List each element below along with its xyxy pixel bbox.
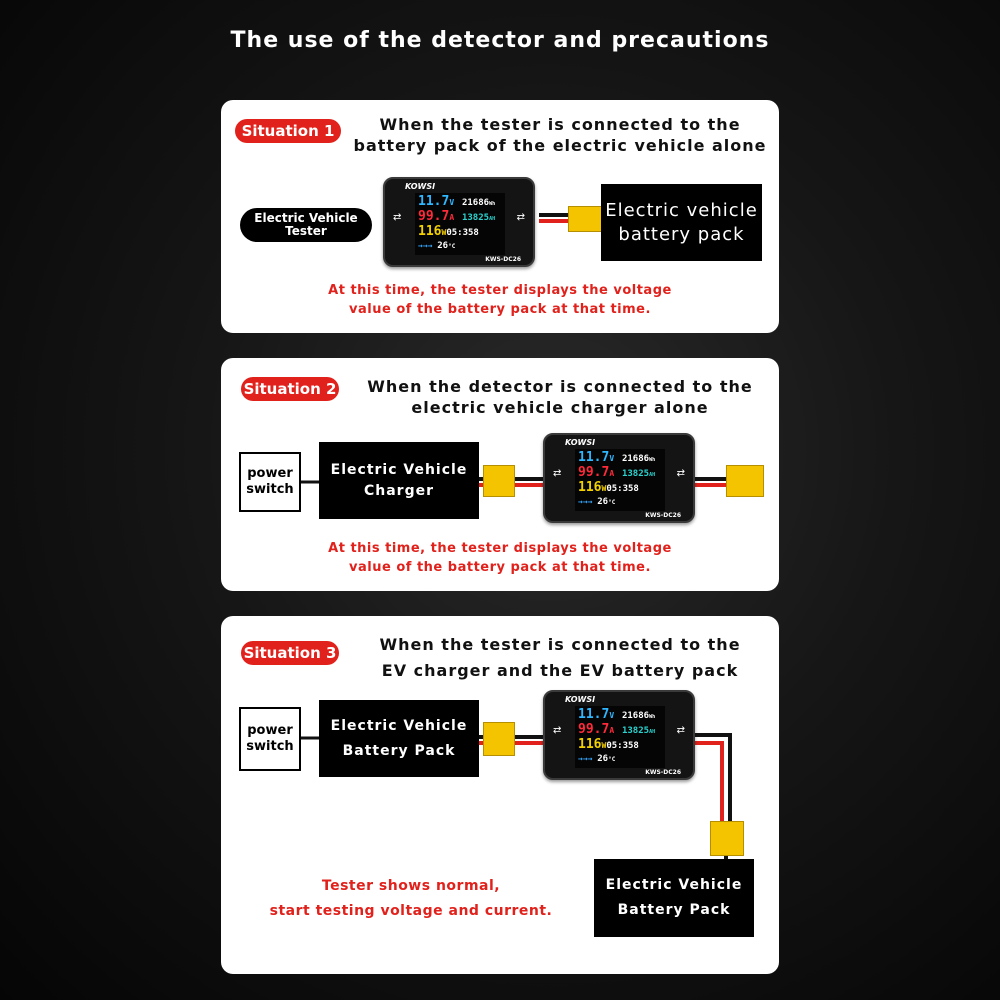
power-readout: 116W05:358 bbox=[578, 480, 639, 495]
wires bbox=[539, 213, 569, 223]
box-line: Electric Vehicle bbox=[330, 461, 468, 478]
tester-device: KOWSI ⇄ ⇄ 11.7V 21686Wh 99.7A 13825AH 11… bbox=[543, 433, 695, 523]
current-readout: 99.7A 13825AH bbox=[578, 722, 656, 737]
box-line: Battery Pack bbox=[342, 742, 456, 759]
voltage-readout: 11.7V 21686Wh bbox=[578, 707, 656, 722]
label-line: Electric Vehicle bbox=[254, 211, 358, 225]
switch-line: power bbox=[247, 723, 293, 738]
voltage-readout: 11.7V 21686Wh bbox=[418, 194, 496, 209]
box-line: Electric vehicle bbox=[605, 199, 758, 221]
heading-line: electric vehicle charger alone bbox=[411, 398, 709, 417]
power-switch-box: power switch bbox=[239, 452, 301, 512]
current-readout: 99.7A 13825AH bbox=[418, 209, 496, 224]
battery-pack-box: Electric Vehicle Battery Pack bbox=[594, 859, 754, 937]
input-arrows-icon: ⇄ bbox=[553, 468, 562, 479]
display-screen: 11.7V 21686Wh 99.7A 13825AH 116W05:358 →… bbox=[575, 706, 665, 768]
connector-plug bbox=[710, 821, 744, 856]
note-line: At this time, the tester displays the vo… bbox=[328, 541, 672, 556]
box-line: battery pack bbox=[618, 223, 745, 245]
situation-heading: When the tester is connected to the batt… bbox=[341, 114, 779, 156]
output-arrows-icon: ⇄ bbox=[676, 725, 685, 736]
heading-line: When the detector is connected to the bbox=[367, 377, 753, 396]
power-readout: 116W05:358 bbox=[418, 224, 479, 239]
model-label: KWS-DC26 bbox=[485, 256, 521, 263]
input-arrows-icon: ⇄ bbox=[393, 212, 402, 223]
label-line: Tester bbox=[285, 224, 327, 238]
box-line: Charger bbox=[363, 482, 434, 499]
tester-device: KOWSI ⇄ ⇄ 11.7V 21686Wh 99.7A 13825AH 11… bbox=[383, 177, 535, 267]
note-line: At this time, the tester displays the vo… bbox=[328, 283, 672, 298]
situation-3-panel: Situation 3 When the tester is connected… bbox=[221, 616, 779, 974]
display-screen: 11.7V 21686Wh 99.7A 13825AH 116W05:358 →… bbox=[575, 449, 665, 511]
connector-plug bbox=[726, 465, 764, 497]
current-readout: 99.7A 13825AH bbox=[578, 465, 656, 480]
situation-note: At this time, the tester displays the vo… bbox=[221, 281, 779, 319]
box-line: Electric Vehicle bbox=[605, 877, 743, 893]
connector-plug bbox=[483, 465, 515, 497]
model-label: KWS-DC26 bbox=[645, 769, 681, 776]
battery-pack-box: Electric Vehicle Battery Pack bbox=[319, 700, 479, 777]
heading-line: When the tester is connected to the bbox=[379, 635, 741, 654]
switch-line: switch bbox=[246, 482, 294, 497]
connector-plug bbox=[568, 206, 602, 232]
voltage-readout: 11.7V 21686Wh bbox=[578, 450, 656, 465]
situation-heading: When the tester is connected to the EV c… bbox=[341, 632, 779, 684]
tester-device: KOWSI ⇄ ⇄ 11.7V 21686Wh 99.7A 13825AH 11… bbox=[543, 690, 695, 780]
power-switch-box: power switch bbox=[239, 707, 301, 771]
situation-heading: When the detector is connected to the el… bbox=[341, 376, 779, 418]
situation-1-panel: Situation 1 When the tester is connected… bbox=[221, 100, 779, 333]
note-line: value of the battery pack at that time. bbox=[349, 560, 651, 575]
display-screen: 11.7V 21686Wh 99.7A 13825AH 116W05:358 →… bbox=[415, 193, 505, 255]
situation-2-panel: Situation 2 When the detector is connect… bbox=[221, 358, 779, 591]
brand-logo: KOWSI bbox=[405, 182, 436, 191]
tester-label: Electric Vehicle Tester bbox=[240, 208, 372, 242]
situation-badge: Situation 3 bbox=[241, 641, 339, 665]
situation-badge: Situation 2 bbox=[241, 377, 339, 401]
heading-line: When the tester is connected to the bbox=[379, 115, 741, 134]
situation-note: At this time, the tester displays the vo… bbox=[221, 539, 779, 577]
heading-line: battery pack of the electric vehicle alo… bbox=[353, 136, 767, 155]
situation-badge: Situation 1 bbox=[235, 119, 341, 143]
box-line: Electric Vehicle bbox=[330, 717, 468, 734]
switch-line: switch bbox=[246, 739, 294, 754]
brand-logo: KOWSI bbox=[565, 438, 596, 447]
switch-line: power bbox=[247, 466, 293, 481]
note-line: start testing voltage and current. bbox=[269, 903, 553, 919]
box-line: Battery Pack bbox=[617, 902, 731, 918]
situation-note: Tester shows normal, start testing volta… bbox=[261, 874, 561, 924]
brand-logo: KOWSI bbox=[565, 695, 596, 704]
note-line: Tester shows normal, bbox=[321, 878, 501, 894]
input-arrows-icon: ⇄ bbox=[553, 725, 562, 736]
heading-line: EV charger and the EV battery pack bbox=[381, 661, 739, 680]
page-title: The use of the detector and precautions bbox=[230, 28, 770, 53]
battery-pack-box: Electric vehicle battery pack bbox=[601, 184, 762, 261]
status-arrows: →→→ 26°C bbox=[578, 497, 616, 507]
power-readout: 116W05:358 bbox=[578, 737, 639, 752]
charger-box: Electric Vehicle Charger bbox=[319, 442, 479, 519]
status-arrows: →→→ 26°C bbox=[578, 754, 616, 764]
output-arrows-icon: ⇄ bbox=[676, 468, 685, 479]
output-arrows-icon: ⇄ bbox=[516, 212, 525, 223]
status-arrows: →→→ 26°C bbox=[418, 241, 456, 251]
model-label: KWS-DC26 bbox=[645, 512, 681, 519]
connector-plug bbox=[483, 722, 515, 756]
note-line: value of the battery pack at that time. bbox=[349, 302, 651, 317]
